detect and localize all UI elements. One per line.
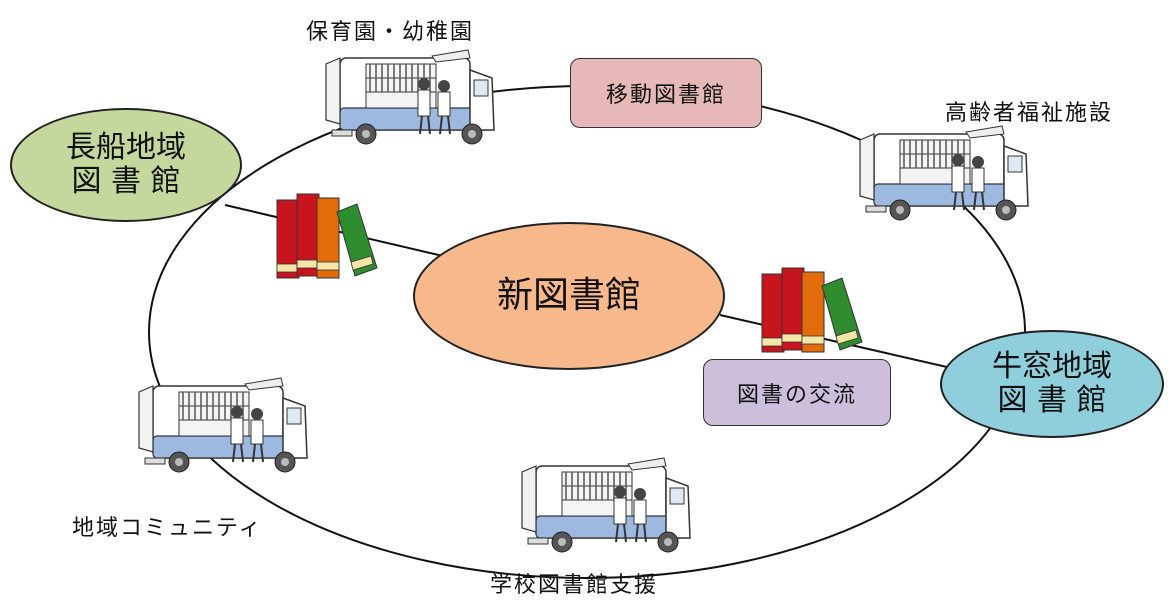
nagafune-label-line1: 長船地域 (66, 129, 186, 165)
mobile-library-label: 移動図書館 (605, 83, 726, 108)
elderly-facility-label: 高齢者福祉施設 (945, 101, 1114, 126)
mobile-library-box: 移動図書館 (570, 58, 762, 128)
community-label: 地域コミュニティ (72, 516, 263, 541)
ushimado-label-line1: 牛窓地域 (992, 348, 1112, 384)
mobile-library-bus-icon (138, 377, 308, 473)
nursery-label: 保育園・幼稚園 (306, 20, 475, 45)
ushimado-library-node: 牛窓地域 図 書 館 (940, 330, 1164, 438)
mobile-library-bus-icon (859, 125, 1029, 221)
books-icon (761, 267, 863, 353)
ushimado-label-line2: 図 書 館 (997, 383, 1107, 418)
new-library-label: 新図書館 (496, 275, 641, 317)
nagafune-library-node: 長船地域 図 書 館 (10, 108, 242, 222)
books-icon (276, 193, 378, 279)
book-exchange-label: 図書の交流 (736, 382, 857, 408)
book-exchange-box: 図書の交流 (703, 359, 891, 426)
mobile-library-bus-icon (325, 49, 495, 145)
school-library-label: 学校図書館支援 (490, 573, 659, 598)
mobile-library-bus-icon (521, 457, 691, 553)
new-library-node: 新図書館 (413, 222, 725, 370)
nagafune-label-line2: 図 書 館 (71, 164, 181, 199)
